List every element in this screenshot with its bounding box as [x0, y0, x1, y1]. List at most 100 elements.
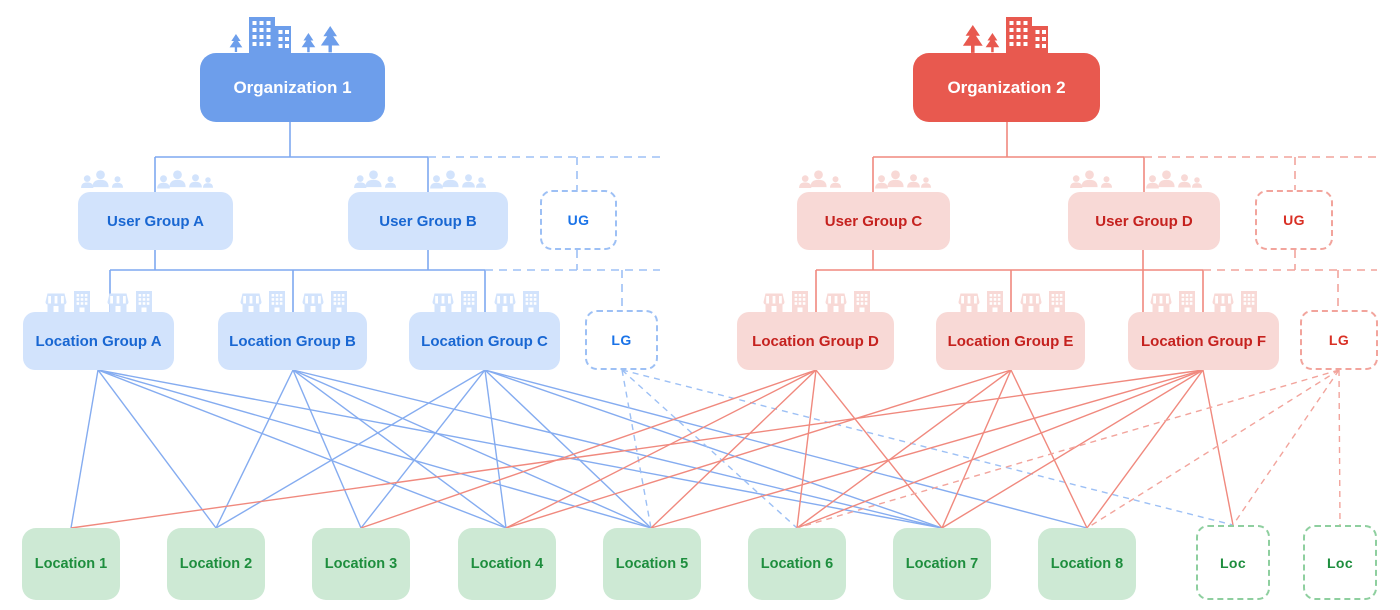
user-group-placeholder-red-node: UG — [1255, 190, 1333, 250]
edge-lgPhRed-locPh1 — [1232, 369, 1340, 526]
edge-lgC-loc5 — [484, 369, 652, 529]
location-group-c-node: Location Group C — [409, 312, 560, 370]
location-2-node: Location 2 — [167, 528, 265, 600]
location-group-placeholder-red-node: LG — [1300, 310, 1378, 370]
edge-lgA-loc2 — [97, 369, 217, 529]
user-group-d-label: User Group D — [1095, 212, 1193, 230]
location-5-label: Location 5 — [615, 556, 689, 572]
location-1-label: Location 1 — [34, 556, 108, 572]
location-group-e-node: Location Group E — [936, 312, 1085, 370]
people-icons — [1069, 167, 1219, 193]
location-group-c-label: Location Group C — [421, 332, 548, 350]
edge-lgD-loc3 — [360, 369, 817, 529]
location-group-d-label: Location Group D — [752, 332, 879, 350]
edge-lgC-loc4 — [484, 369, 507, 529]
storefront-building-icons — [1148, 291, 1259, 313]
user-group-b-node: User Group B — [348, 192, 508, 250]
location-7-label: Location 7 — [905, 556, 979, 572]
location-placeholder-1-node: Loc — [1196, 525, 1270, 600]
edge-lgA-loc7 — [97, 369, 943, 529]
org1-skyline-icons — [229, 17, 340, 53]
storefront-building-icons — [430, 291, 541, 313]
edge-lgPhRed-loc8 — [1086, 369, 1340, 529]
edge-lgF-locPh1 — [1202, 369, 1234, 526]
location-3-label: Location 3 — [324, 556, 398, 572]
location-group-d-node: Location Group D — [737, 312, 894, 370]
location-5-node: Location 5 — [603, 528, 701, 600]
location-group-a-node: Location Group A — [23, 312, 174, 370]
location-placeholder-label: Loc — [1326, 554, 1354, 571]
location-8-label: Location 8 — [1050, 556, 1124, 572]
edge-lgF-loc1 — [70, 369, 1204, 529]
org2-hierarchy-connector-dashed — [1144, 156, 1377, 310]
edge-lgB-loc3 — [292, 369, 362, 529]
edge-lgE-loc7 — [941, 369, 1012, 529]
organization-2-node: Organization 2 — [913, 53, 1100, 122]
edge-lgB-loc5 — [292, 369, 652, 529]
location-1-node: Location 1 — [22, 528, 120, 600]
user-group-a-label: User Group A — [107, 212, 204, 230]
org1-hierarchy-connector — [109, 122, 486, 312]
location-6-node: Location 6 — [748, 528, 846, 600]
location-4-label: Location 4 — [470, 556, 544, 572]
location-2-label: Location 2 — [179, 556, 253, 572]
location-4-node: Location 4 — [458, 528, 556, 600]
location-group-placeholder-label: LG — [1328, 332, 1350, 348]
edge-lgF-loc5 — [650, 369, 1204, 529]
group-to-location-lines — [70, 369, 1341, 529]
location-6-label: Location 6 — [760, 556, 834, 572]
location-group-placeholder-label: LG — [611, 332, 632, 348]
organization-1-node: Organization 1 — [200, 53, 385, 122]
user-group-c-label: User Group C — [824, 212, 923, 230]
edge-lgF-loc6 — [796, 369, 1204, 529]
edge-lgB-loc4 — [292, 369, 507, 529]
location-group-f-node: Location Group F — [1128, 312, 1279, 370]
storefront-building-icons — [956, 291, 1067, 313]
storefront-building-icons — [238, 291, 349, 313]
edge-lgE-loc4 — [505, 369, 1012, 529]
location-group-a-label: Location Group A — [35, 332, 162, 350]
edge-lgC-loc3 — [360, 369, 486, 529]
user-group-a-node: User Group A — [78, 192, 233, 250]
edge-lgD-loc7 — [815, 369, 943, 529]
location-group-placeholder-blue-node: LG — [585, 310, 658, 370]
location-7-node: Location 7 — [893, 528, 991, 600]
edge-lgC-loc8 — [484, 369, 1088, 529]
user-group-d-node: User Group D — [1068, 192, 1220, 250]
people-icons — [798, 167, 948, 193]
org1-hierarchy-connector-dashed — [428, 156, 662, 310]
org2-skyline-icons — [962, 17, 1048, 53]
edge-lgA-loc1 — [70, 369, 99, 529]
user-group-placeholder-label: UG — [1283, 212, 1305, 228]
people-icons — [353, 167, 503, 193]
edge-lgD-loc6 — [796, 369, 817, 529]
location-group-b-node: Location Group B — [218, 312, 367, 370]
storefront-building-icons — [43, 291, 154, 313]
edge-lgD-loc4 — [505, 369, 817, 529]
storefront-building-icons — [761, 291, 872, 313]
user-group-placeholder-blue-node: UG — [540, 190, 617, 250]
user-group-c-node: User Group C — [797, 192, 950, 250]
location-8-node: Location 8 — [1038, 528, 1136, 600]
location-group-e-label: Location Group E — [947, 332, 1074, 350]
edge-lgB-loc7 — [292, 369, 943, 529]
edge-lgPhRed-locPh2 — [1338, 369, 1341, 526]
location-group-f-label: Location Group F — [1141, 332, 1266, 350]
location-placeholder-label: Loc — [1219, 554, 1247, 571]
location-placeholder-2-node: Loc — [1303, 525, 1377, 600]
org2-hierarchy-connector — [815, 122, 1204, 312]
edge-lgD-loc5 — [650, 369, 817, 529]
organization-1-label: Organization 1 — [233, 77, 352, 97]
edge-lgF-loc7 — [941, 369, 1204, 529]
organization-2-label: Organization 2 — [947, 77, 1066, 97]
location-group-b-label: Location Group B — [229, 332, 356, 350]
people-icons — [80, 167, 230, 193]
edge-lgE-loc8 — [1010, 369, 1088, 529]
location-3-node: Location 3 — [312, 528, 410, 600]
edge-lgE-loc6 — [796, 369, 1012, 529]
edge-lgF-loc8 — [1086, 369, 1204, 529]
edge-lgB-loc2 — [215, 369, 294, 529]
user-group-b-label: User Group B — [379, 212, 477, 230]
